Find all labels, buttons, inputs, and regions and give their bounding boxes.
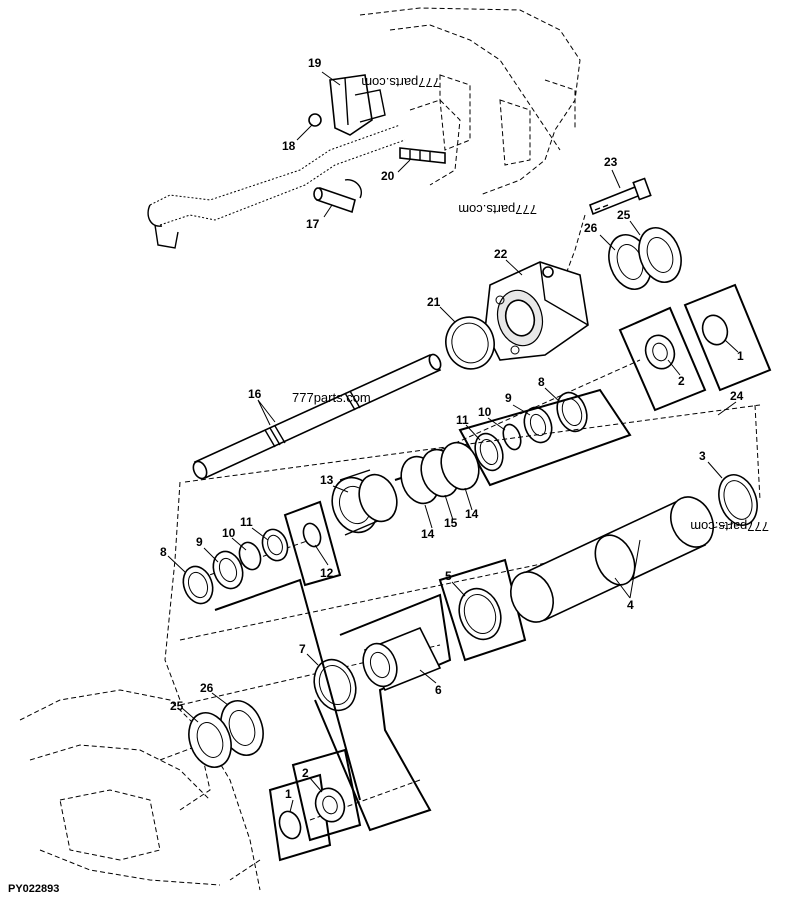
tractor-frame-top	[359, 7, 581, 196]
callout-14-b: 14	[465, 507, 479, 521]
callout-24: 24	[730, 389, 744, 403]
figure-code: PY022893	[8, 883, 59, 895]
callout-1-bottom: 1	[285, 787, 292, 801]
snap-ring-box-top	[618, 283, 772, 412]
callout-8-top: 8	[538, 375, 545, 389]
piston-rod	[192, 353, 442, 480]
callout-15: 15	[444, 516, 458, 530]
seal-set-bottom	[188, 700, 264, 768]
piston	[302, 441, 480, 548]
callout-11-bottom: 11	[240, 515, 253, 529]
callout-13: 13	[320, 473, 334, 487]
watermark-4: 777parts.com	[690, 519, 769, 534]
callout-5: 5	[445, 569, 452, 583]
callout-10-bottom: 10	[222, 526, 236, 540]
callout-2-bottom: 2	[302, 766, 309, 780]
callout-4: 4	[627, 598, 634, 612]
o-ring-21	[445, 316, 495, 370]
callout-25-top: 25	[617, 208, 631, 222]
callout-17: 17	[306, 217, 320, 231]
callout-23: 23	[604, 155, 618, 169]
tractor-frame-bottom	[19, 689, 261, 891]
callout-22: 22	[494, 247, 508, 261]
callout-19: 19	[308, 56, 322, 70]
callout-2-top: 2	[678, 374, 685, 388]
callout-18: 18	[282, 139, 296, 153]
callout-26-bottom: 26	[200, 681, 214, 695]
seal-set-top	[608, 227, 682, 290]
callout-7: 7	[299, 642, 306, 656]
watermark-1: 777parts.com	[361, 75, 440, 90]
callout-8-bottom: 8	[160, 545, 167, 559]
callout-1-top: 1	[737, 349, 744, 363]
callout-21: 21	[427, 295, 441, 309]
callout-6: 6	[435, 683, 442, 697]
callout-3: 3	[699, 449, 706, 463]
upper-seal-stack	[474, 391, 588, 472]
callout-12: 12	[320, 566, 334, 580]
callout-16: 16	[248, 387, 262, 401]
callout-20: 20	[381, 169, 395, 183]
callout-9-top: 9	[505, 391, 512, 405]
watermark-3: 777parts.com	[292, 390, 371, 405]
callout-25-bottom: 25	[170, 699, 184, 713]
callout-14-a: 14	[421, 527, 435, 541]
watermark-2: 777parts.com	[458, 202, 537, 217]
snap-ring-box-bottom	[214, 578, 362, 881]
cylinder-barrel	[458, 474, 758, 641]
callout-26-top: 26	[584, 221, 598, 235]
tie-rod-assembly	[147, 74, 446, 249]
cylinder-housing	[484, 261, 589, 361]
callout-10-top: 10	[478, 405, 492, 419]
leader-lines	[167, 71, 739, 813]
callout-9-bottom: 9	[196, 535, 203, 549]
callout-11-top: 11	[456, 413, 469, 427]
